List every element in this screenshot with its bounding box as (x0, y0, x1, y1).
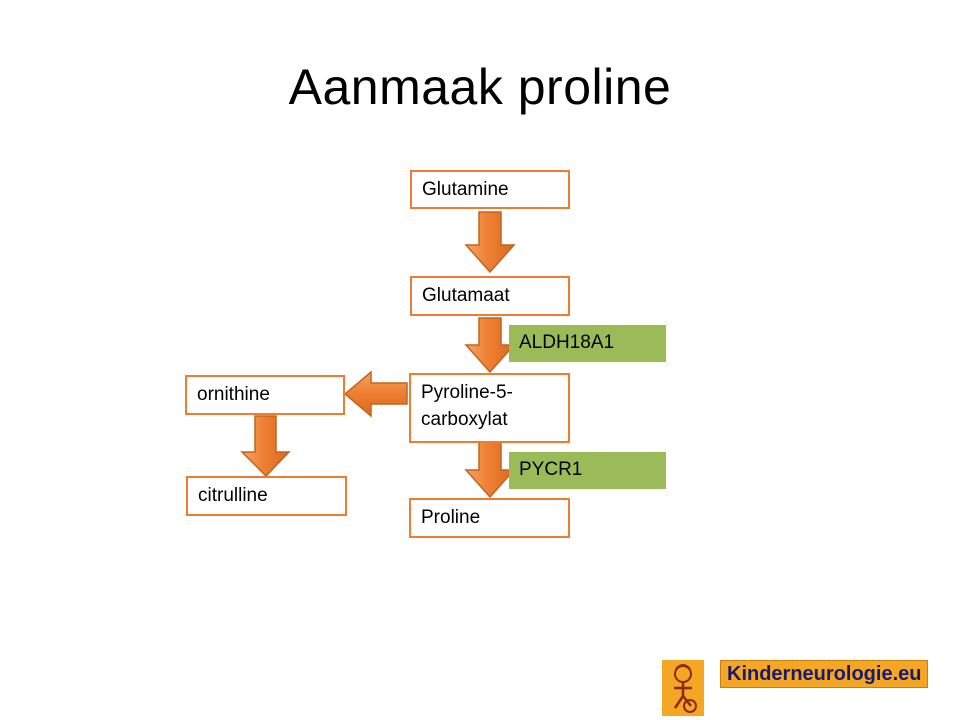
node-proline-label: Proline (421, 507, 481, 528)
kinderneurologie-logo-text: Kinderneurologie.eu (720, 660, 929, 688)
node-pyroline-label-line2: carboxylat (421, 409, 508, 430)
node-citrulline: citrulline (186, 476, 347, 516)
enzyme-aldh18a1: ALDH18A1 (509, 325, 666, 362)
kinderneurologie-logo-icon (662, 660, 704, 716)
node-pyroline-label-line1: Pyroline-5- (421, 382, 513, 403)
enzyme-pycr1-label: PYCR1 (519, 459, 583, 480)
node-proline: Proline (409, 498, 570, 538)
arrow-ornithine-to-citrulline (240, 415, 291, 478)
node-glutamine-label: Glutamine (422, 179, 509, 200)
node-glutamaat-label: Glutamaat (422, 285, 510, 306)
enzyme-aldh18a1-label: ALDH18A1 (519, 332, 615, 353)
arrow-pyroline-to-ornithine (343, 370, 408, 418)
arrow-glutamine-to-glutamaat (464, 211, 516, 274)
arrow-pyroline-to-proline (464, 441, 516, 499)
node-ornithine: ornithine (185, 375, 345, 415)
node-ornithine-label: ornithine (197, 384, 270, 405)
slide-title: Aanmaak proline (288, 59, 672, 115)
node-pyroline-5-carboxylat: Pyroline-5- carboxylat (409, 373, 570, 443)
enzyme-pycr1: PYCR1 (509, 452, 666, 489)
node-glutamine: Glutamine (410, 170, 570, 209)
node-citrulline-label: citrulline (198, 485, 268, 506)
node-glutamaat: Glutamaat (410, 276, 570, 316)
arrow-glutamaat-to-pyroline (464, 317, 516, 374)
